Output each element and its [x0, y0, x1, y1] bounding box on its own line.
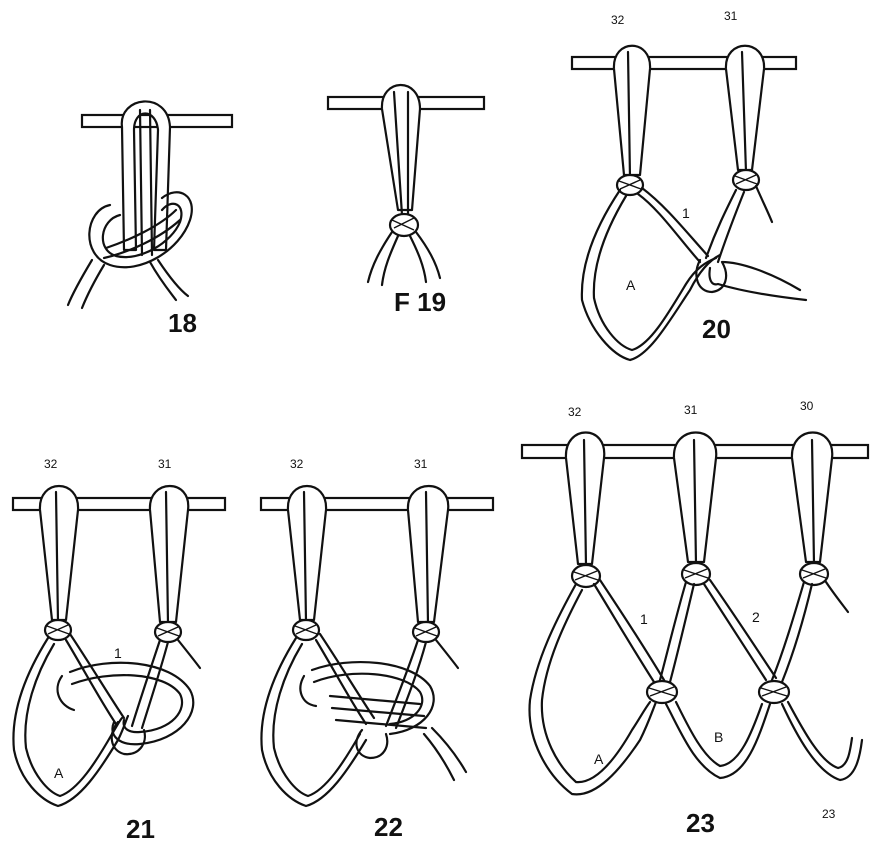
cord-loop: [150, 486, 188, 622]
mesh-cord: [594, 196, 716, 350]
mesh-cord: [600, 580, 664, 680]
mesh-label: 2: [752, 609, 760, 625]
mesh-cord: [594, 584, 654, 682]
cord-number: 30: [800, 399, 814, 413]
cord-number: 32: [568, 405, 582, 419]
mesh-label: 1: [114, 645, 122, 661]
mesh-cord: [638, 194, 700, 262]
cord-loop: [614, 46, 650, 175]
figure-label: 23: [686, 808, 715, 838]
cord-tail: [756, 186, 772, 222]
figure-label: 20: [702, 314, 731, 344]
cord-number: 23: [822, 807, 836, 821]
figure-21: 32 31 A 1 21: [13, 457, 225, 843]
mesh-cord: [642, 188, 708, 256]
mesh-cord: [704, 584, 766, 680]
cord-tail: [68, 260, 92, 305]
figure-20: 32 31 A 1 20: [572, 9, 806, 360]
cord-tail: [826, 582, 848, 612]
figure-label: F 19: [394, 287, 446, 317]
mesh-cord: [782, 704, 862, 780]
cord-number: 32: [611, 13, 625, 27]
cord-loop: [40, 486, 78, 620]
mesh-cord: [782, 584, 812, 682]
mesh-label: 1: [682, 205, 690, 221]
figure-18: 18: [68, 101, 232, 338]
mesh-cord: [66, 640, 116, 724]
figure-23: 32 31 30: [522, 399, 868, 838]
cord-number: 32: [290, 457, 304, 471]
mesh-label: B: [714, 729, 723, 745]
mesh-cord: [320, 634, 374, 718]
cord-number: 31: [724, 9, 738, 23]
cord: [150, 110, 152, 255]
cord-tail: [424, 734, 454, 780]
cord-number: 31: [158, 457, 172, 471]
working-loop: [300, 676, 316, 706]
mesh-cord: [25, 644, 122, 796]
mesh-cord: [530, 584, 656, 794]
cord-tail: [178, 640, 200, 668]
cord-number: 31: [684, 403, 698, 417]
figure-label: 21: [126, 814, 155, 843]
figure-label: 22: [374, 812, 403, 842]
working-loop: [696, 260, 800, 292]
cord-tail: [158, 260, 188, 296]
mesh-cord: [710, 580, 776, 678]
figure-label: 18: [168, 308, 197, 338]
figure-22: 32 31 22: [261, 457, 493, 842]
working-loop: [72, 675, 182, 732]
figure-19: F 19: [328, 85, 484, 317]
mesh-label: A: [594, 751, 604, 767]
cord-number: 32: [44, 457, 58, 471]
cord-tail: [436, 640, 458, 668]
mesh-label: A: [626, 277, 636, 293]
working-loop: [58, 676, 74, 710]
cord-loop: [288, 486, 326, 620]
working-loop: [330, 696, 426, 728]
cord-number: 31: [414, 457, 428, 471]
mesh-label: A: [54, 765, 64, 781]
mesh-cord: [582, 190, 720, 360]
mesh-label: 1: [640, 611, 648, 627]
